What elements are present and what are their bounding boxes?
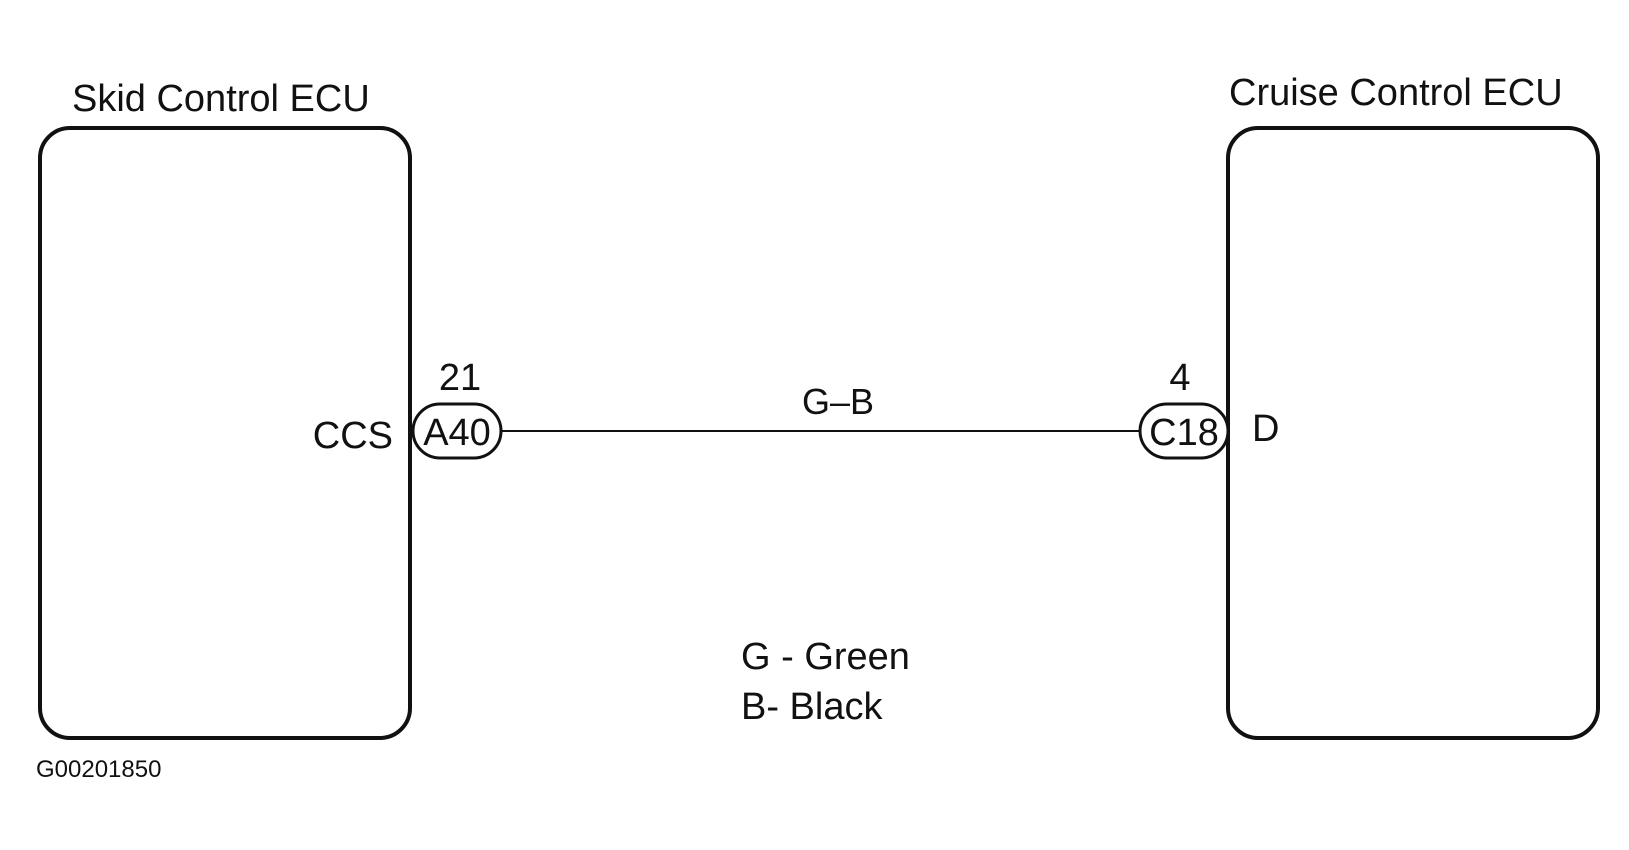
- connector-c18: [1138, 402, 1230, 460]
- legend-black: B- Black: [741, 686, 883, 728]
- pin-21-label: 21: [439, 357, 481, 399]
- figure-id: G00201850: [36, 756, 161, 783]
- cruise-control-ecu-title: Cruise Control ECU: [1229, 72, 1563, 114]
- skid-control-ecu-box: [38, 126, 412, 740]
- pin-4-label: 4: [1169, 357, 1190, 399]
- wire-color-code: G–B: [802, 381, 874, 422]
- terminal-d-label: D: [1252, 408, 1279, 450]
- connector-a40: [411, 402, 503, 460]
- terminal-ccs-label: CCS: [313, 415, 393, 457]
- skid-control-ecu-title: Skid Control ECU: [72, 78, 370, 120]
- legend-green: G - Green: [741, 636, 910, 678]
- connector-a40-label: A40: [423, 412, 491, 454]
- connector-c18-label: C18: [1149, 412, 1219, 454]
- cruise-control-ecu-box: [1226, 126, 1600, 740]
